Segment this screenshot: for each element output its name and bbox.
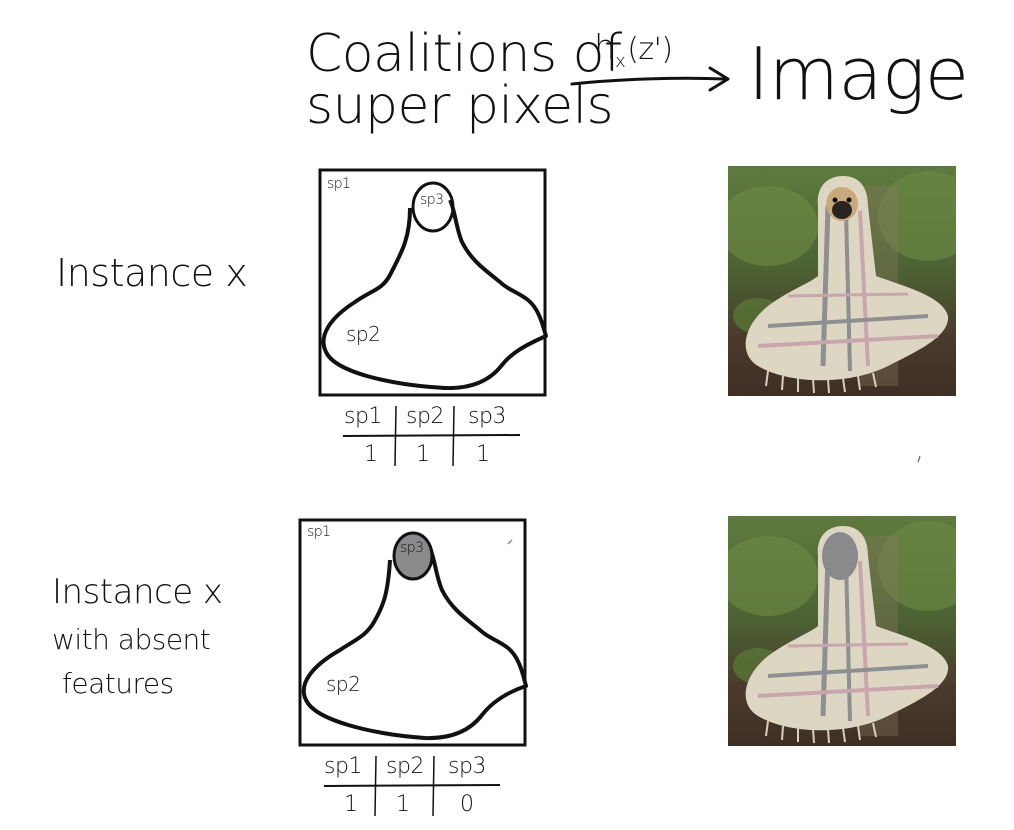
row1-sp3-label: sp3: [420, 192, 444, 208]
row2-label-line1: Instance x: [52, 572, 223, 612]
row1-value-sp3: 1: [476, 442, 490, 467]
row2-label-line2: with absent: [52, 623, 211, 656]
row1-photo-illustration: [728, 166, 956, 396]
row2-header-sp1: sp1: [324, 754, 362, 779]
row1-header-sp2: sp2: [406, 404, 444, 429]
row1-header-sp3: sp3: [468, 404, 506, 429]
row1-value-sp1: 1: [364, 442, 378, 467]
row2-header-sp3: sp3: [448, 754, 486, 779]
row2-sp2-label: sp2: [326, 672, 361, 696]
row2-photo-illustration: [728, 516, 956, 746]
mapping-label: hx(z'): [594, 28, 673, 72]
row2-value-sp1: 1: [344, 792, 358, 817]
row2-photo-pug-face-masked: [728, 516, 956, 746]
row1-sp2-label: sp2: [346, 322, 381, 346]
header-left-line1: Coalitions of: [306, 24, 622, 84]
row2-value-sp2: 1: [396, 792, 410, 817]
row2-sp3-label: sp3: [400, 540, 424, 556]
row2-value-sp3: 0: [460, 792, 474, 817]
mapping-h: h: [594, 28, 616, 68]
row2-header-sp2: sp2: [386, 754, 424, 779]
row1-header-sp1: sp1: [344, 404, 382, 429]
mapping-argument: (z'): [627, 32, 673, 67]
row1-value-sp2: 1: [416, 442, 430, 467]
row2-sp1-label: sp1: [307, 524, 331, 540]
mapping-subscript: x: [615, 51, 626, 72]
header-left-line2: super pixels: [306, 76, 614, 136]
row1-label-line1: Instance x: [56, 251, 248, 295]
row1-sp1-label: sp1: [327, 176, 351, 192]
row2-label-line3: features: [62, 667, 174, 700]
header-right: Image: [748, 32, 969, 116]
row1-photo-pug-in-blanket: [728, 166, 956, 396]
